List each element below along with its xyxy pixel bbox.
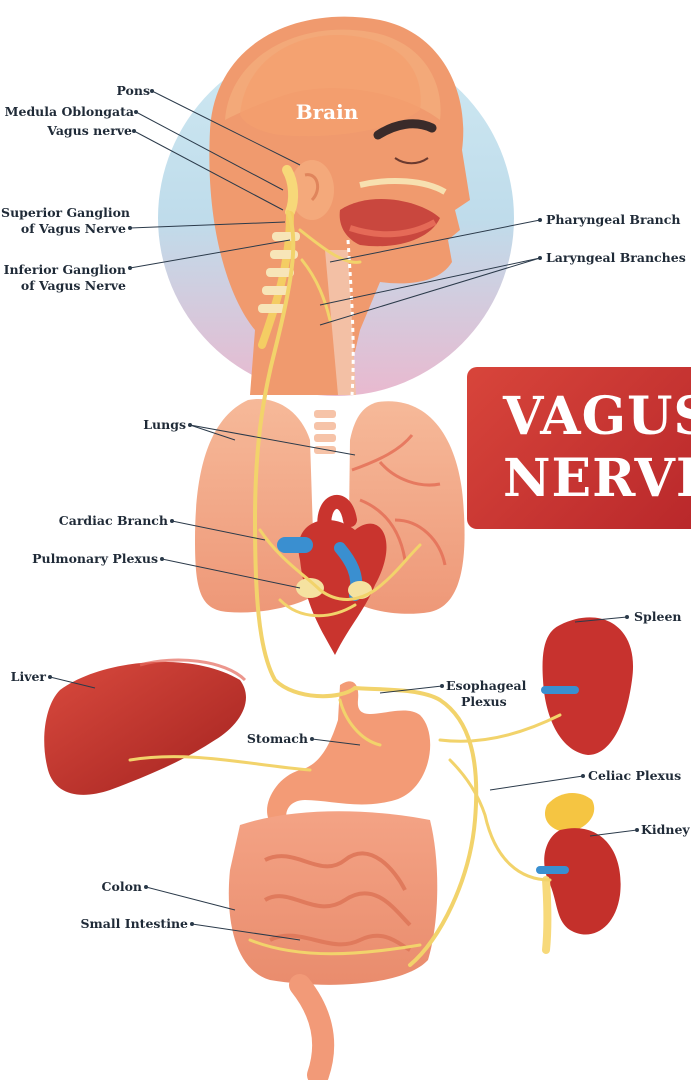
label-bullets — [0, 0, 691, 1080]
vagus-nerve-infographic: VAGUS NERVE Brain Pons Medula Oblongata … — [0, 0, 691, 1080]
